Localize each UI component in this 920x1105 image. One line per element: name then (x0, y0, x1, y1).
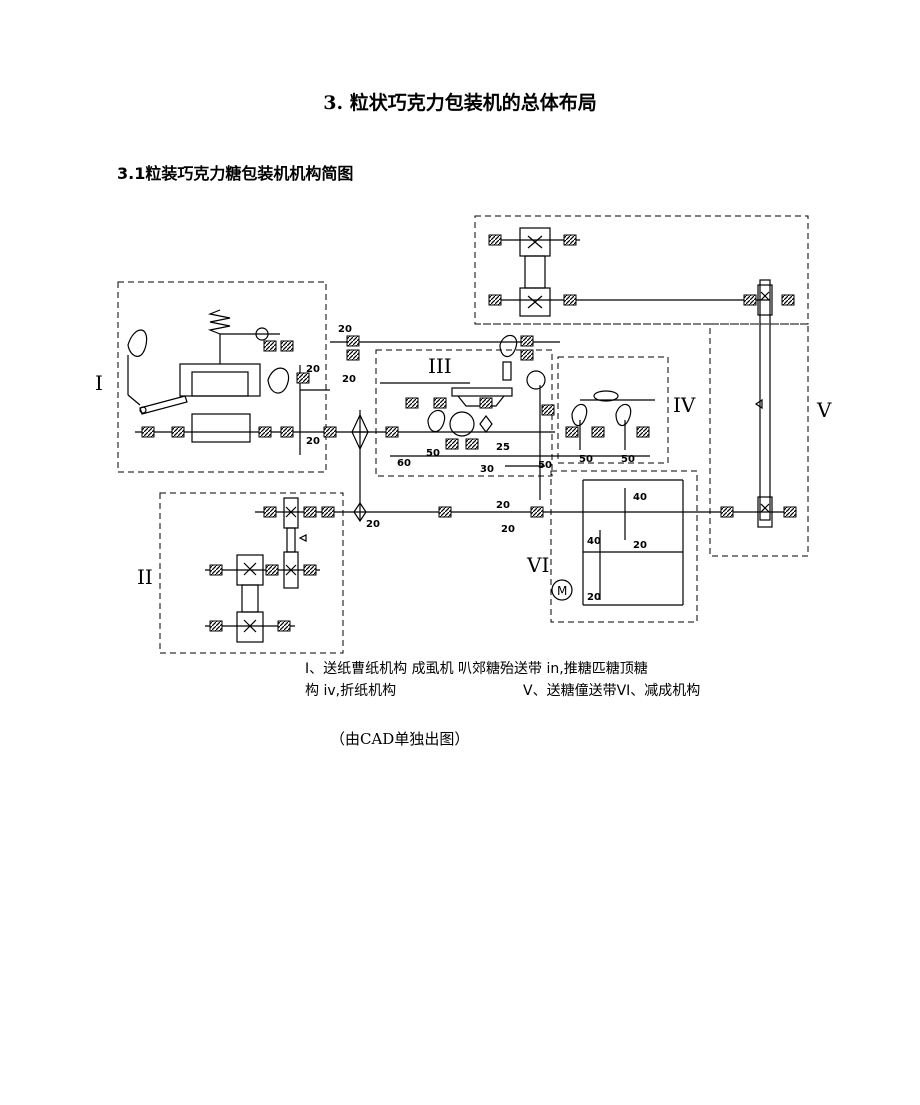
group-boxes (117, 215, 809, 654)
dim-label: 20 (501, 524, 515, 535)
dim-label: 20 (366, 519, 380, 530)
folding-IV (571, 390, 632, 450)
marker-II: II (137, 565, 153, 589)
couplings (351, 413, 369, 523)
dim-label: 60 (397, 458, 411, 469)
legend-line-1: I、送纸曹纸机构 成虱机 叭郊糖殆送带 in,推糖匹糖顶糖 (305, 661, 648, 677)
source-note: （由CAD单独出图） (330, 730, 470, 748)
marker-III: III (428, 354, 452, 378)
dim-label: 40 (587, 536, 601, 547)
subsection-heading: 3.1粒装巧克力糖包装机机构简图 (117, 164, 354, 183)
dim-label: 20 (306, 436, 320, 447)
reducer-VI (551, 479, 684, 606)
dim-label: 50 (621, 454, 635, 465)
legend-line-2-right: V、送糖僮送带VI、减成机构 (523, 683, 701, 699)
dim-label: 20 (496, 500, 510, 511)
motor-symbol: M (557, 584, 567, 598)
gear-stack-V (519, 227, 551, 317)
dim-label: 50 (538, 460, 552, 471)
box-IV (557, 356, 669, 464)
dim-label: 20 (587, 592, 601, 603)
box-I (117, 281, 327, 473)
dimension-labels: 20 20 20 20 60 50 25 30 50 50 50 20 20 2… (306, 324, 647, 603)
paper-feed-I (127, 309, 290, 443)
dim-label: 20 (342, 374, 356, 385)
box-II (159, 492, 344, 654)
box-III (375, 349, 553, 477)
marker-I: I (95, 371, 103, 395)
box-VI (550, 470, 698, 623)
shafts (135, 239, 790, 627)
dim-label: 20 (633, 540, 647, 551)
marker-VI: VI (526, 553, 549, 577)
marker-V: V (816, 398, 832, 422)
dim-label: 30 (480, 464, 494, 475)
dim-label: 40 (633, 492, 647, 503)
mechanism-markers: I II III IV V VI (95, 354, 832, 589)
box-V-right (709, 323, 809, 557)
gear-stack-II (236, 497, 307, 643)
dim-label: 20 (306, 364, 320, 375)
section-heading: 3. 粒状巧克力包装机的总体布局 (323, 92, 597, 114)
dim-label: 25 (496, 442, 510, 453)
dim-label: 20 (338, 324, 352, 335)
dim-label: 50 (579, 454, 593, 465)
conveyor-V (754, 279, 773, 528)
dim-label: 50 (426, 448, 440, 459)
marker-IV: IV (673, 393, 696, 417)
legend-line-2-left: 构 iv,折纸机构 (305, 683, 397, 699)
